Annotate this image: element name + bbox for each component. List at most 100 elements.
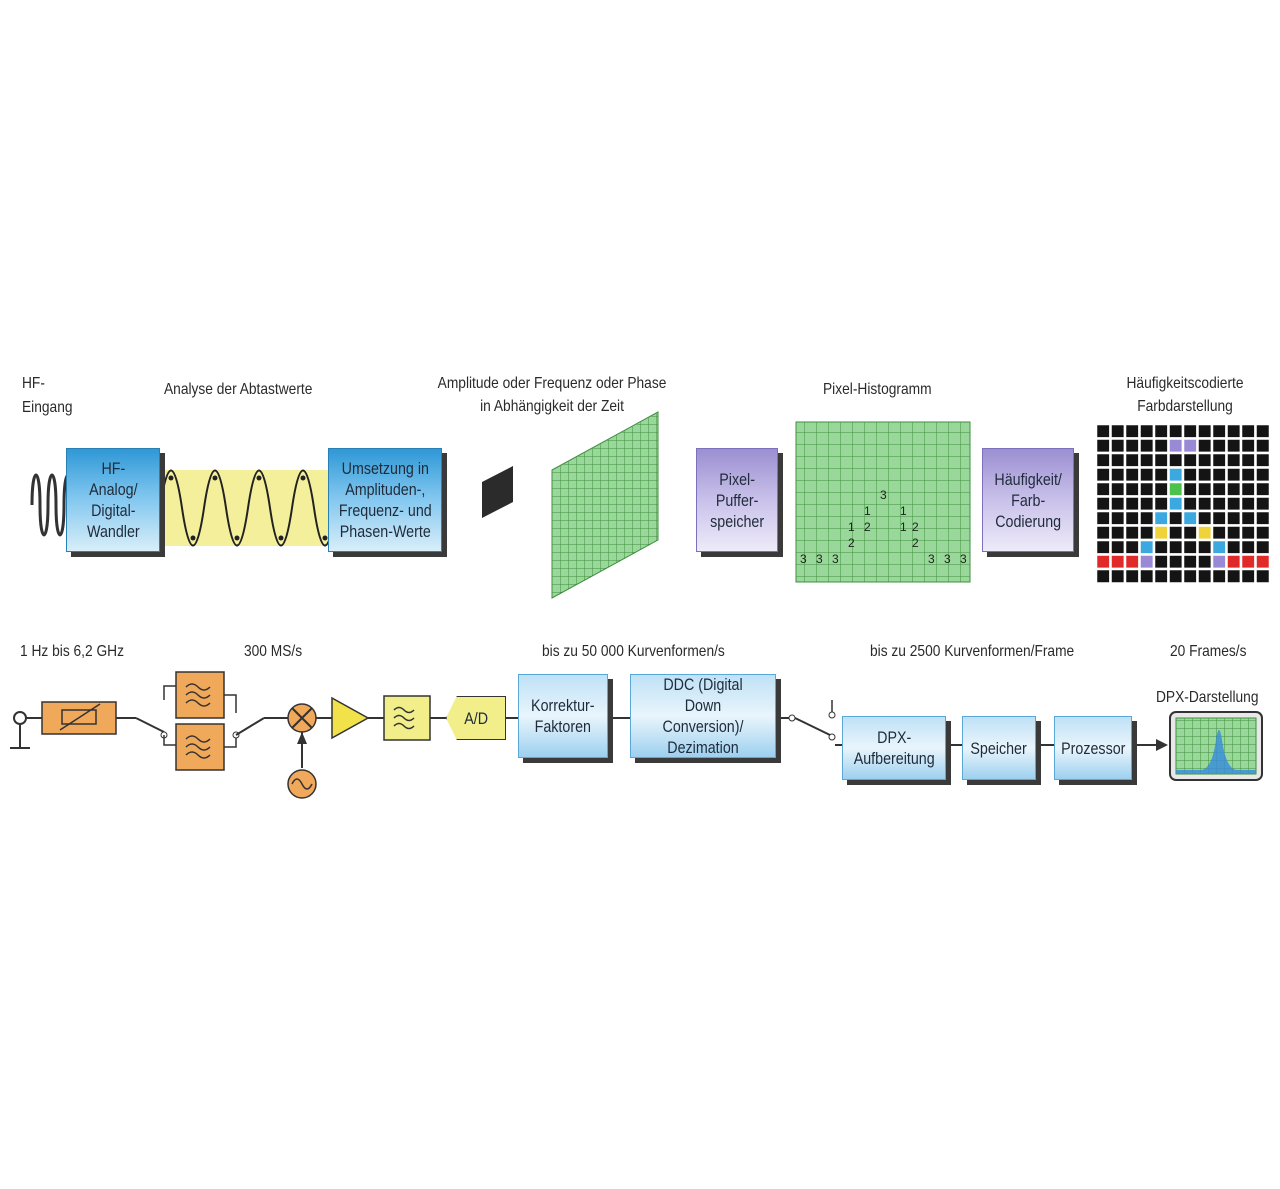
color-matrix-cell — [1254, 466, 1272, 484]
color-matrix-cell — [1181, 524, 1199, 542]
memory-block: Speicher — [962, 716, 1036, 780]
histogram-count: 2 — [864, 520, 871, 534]
color-matrix-cell — [1138, 451, 1156, 469]
color-matrix-cell — [1254, 451, 1272, 469]
color-matrix-cell — [1152, 495, 1170, 513]
color-matrix-cell — [1152, 451, 1170, 469]
histogram-count: 1 — [864, 504, 871, 518]
histogram-count: 3 — [832, 552, 839, 566]
color-matrix-cell — [1138, 553, 1156, 571]
waveforms-label: bis zu 50 000 Kurvenformen/s — [542, 643, 725, 660]
color-matrix-cell — [1239, 422, 1257, 440]
color-matrix-cell — [1167, 422, 1185, 440]
color-matrix-cell — [1196, 553, 1214, 571]
color-matrix-cell — [1196, 567, 1214, 585]
color-matrix-cell — [1181, 538, 1199, 556]
color-matrix-cell — [1094, 524, 1112, 542]
amplifier-icon — [331, 696, 370, 740]
frames-label: 20 Frames/s — [1170, 643, 1247, 660]
histogram-count: 3 — [816, 552, 823, 566]
color-matrix-cell — [1210, 422, 1228, 440]
color-matrix-cell — [1167, 538, 1185, 556]
color-matrix-cell — [1210, 495, 1228, 513]
amplitude-label: Amplitude oder Frequenz oder Phase in Ab… — [437, 375, 667, 415]
ad-converter-block: A/D — [446, 696, 506, 740]
color-matrix-cell — [1254, 538, 1272, 556]
color-matrix-cell — [1239, 451, 1257, 469]
color-matrix-cell — [1225, 567, 1243, 585]
waveforms-frame-label: bis zu 2500 Kurvenformen/Frame — [870, 643, 1075, 660]
color-matrix-cell — [1210, 437, 1228, 455]
color-matrix-cell — [1210, 480, 1228, 498]
histogram-count: 3 — [944, 552, 951, 566]
color-matrix-cell — [1239, 567, 1257, 585]
color-matrix-cell — [1123, 538, 1141, 556]
dpx-display-label: DPX-Darstellung — [1156, 689, 1259, 706]
sine-wave — [159, 469, 337, 547]
color-matrix-cell — [1152, 480, 1170, 498]
color-matrix-cell — [1181, 466, 1199, 484]
color-matrix-cell — [1094, 437, 1112, 455]
color-matrix-cell — [1254, 567, 1272, 585]
color-matrix-cell — [1109, 437, 1127, 455]
dpx-block: DPX- Aufbereitung — [842, 716, 946, 780]
color-matrix-cell — [1210, 553, 1228, 571]
color-matrix-cell — [1138, 524, 1156, 542]
color-matrix-cell — [1181, 553, 1199, 571]
color-matrix-cell — [1138, 538, 1156, 556]
color-matrix-cell — [1123, 553, 1141, 571]
color-matrix-cell — [1138, 466, 1156, 484]
color-matrix-cell — [1167, 509, 1185, 527]
color-matrix-cell — [1196, 480, 1214, 498]
color-matrix-cell — [1254, 509, 1272, 527]
pixel-buffer-block: Pixel- Puffer- speicher — [696, 448, 778, 552]
color-matrix-cell — [1138, 495, 1156, 513]
color-matrix-cell — [1123, 480, 1141, 498]
color-matrix-cell — [1109, 524, 1127, 542]
color-matrix-cell — [1152, 524, 1170, 542]
color-matrix-cell — [1181, 495, 1199, 513]
color-matrix-cell — [1181, 437, 1199, 455]
color-matrix-cell — [1123, 451, 1141, 469]
color-matrix-cell — [1225, 495, 1243, 513]
color-matrix-cell — [1167, 451, 1185, 469]
color-matrix-cell — [1109, 451, 1127, 469]
histogram-count: 1 — [900, 520, 907, 534]
color-matrix-cell — [1167, 437, 1185, 455]
correction-block: Korrektur- Faktoren — [518, 674, 608, 758]
adc-block: HF- Analog/ Digital- Wandler — [66, 448, 160, 552]
color-matrix-cell — [1109, 422, 1127, 440]
color-matrix-cell — [1138, 422, 1156, 440]
color-matrix-cell — [1167, 524, 1185, 542]
color-matrix-cell — [1254, 437, 1272, 455]
color-matrix-cell — [1254, 480, 1272, 498]
color-matrix-cell — [1167, 495, 1185, 513]
analysis-label: Analyse der Abtastwerte — [164, 381, 313, 398]
color-matrix-cell — [1181, 422, 1199, 440]
color-matrix-cell — [1167, 567, 1185, 585]
frequency-color-block: Häufigkeit/ Farb- Codierung — [982, 448, 1074, 552]
color-matrix-cell — [1196, 422, 1214, 440]
color-matrix-cell — [1239, 553, 1257, 571]
color-matrix-cell — [1239, 495, 1257, 513]
color-matrix-cell — [1109, 495, 1127, 513]
color-matrix-cell — [1167, 553, 1185, 571]
color-matrix-cell — [1225, 451, 1243, 469]
amplitude-grid — [551, 411, 659, 599]
color-matrix-cell — [1167, 466, 1185, 484]
histogram-count: 2 — [912, 520, 919, 534]
color-matrix-cell — [1210, 567, 1228, 585]
color-matrix-cell — [1196, 466, 1214, 484]
color-matrix-cell — [1210, 466, 1228, 484]
color-matrix-cell — [1196, 437, 1214, 455]
color-matrix-cell — [1210, 538, 1228, 556]
color-matrix-cell — [1225, 524, 1243, 542]
filter-icon — [175, 671, 225, 771]
histogram-count: 3 — [880, 488, 887, 502]
color-matrix-cell — [1254, 553, 1272, 571]
color-matrix-cell — [1109, 538, 1127, 556]
color-matrix-cell — [1109, 553, 1127, 571]
processor-block: Prozessor — [1054, 716, 1132, 780]
color-matrix-cell — [1152, 538, 1170, 556]
